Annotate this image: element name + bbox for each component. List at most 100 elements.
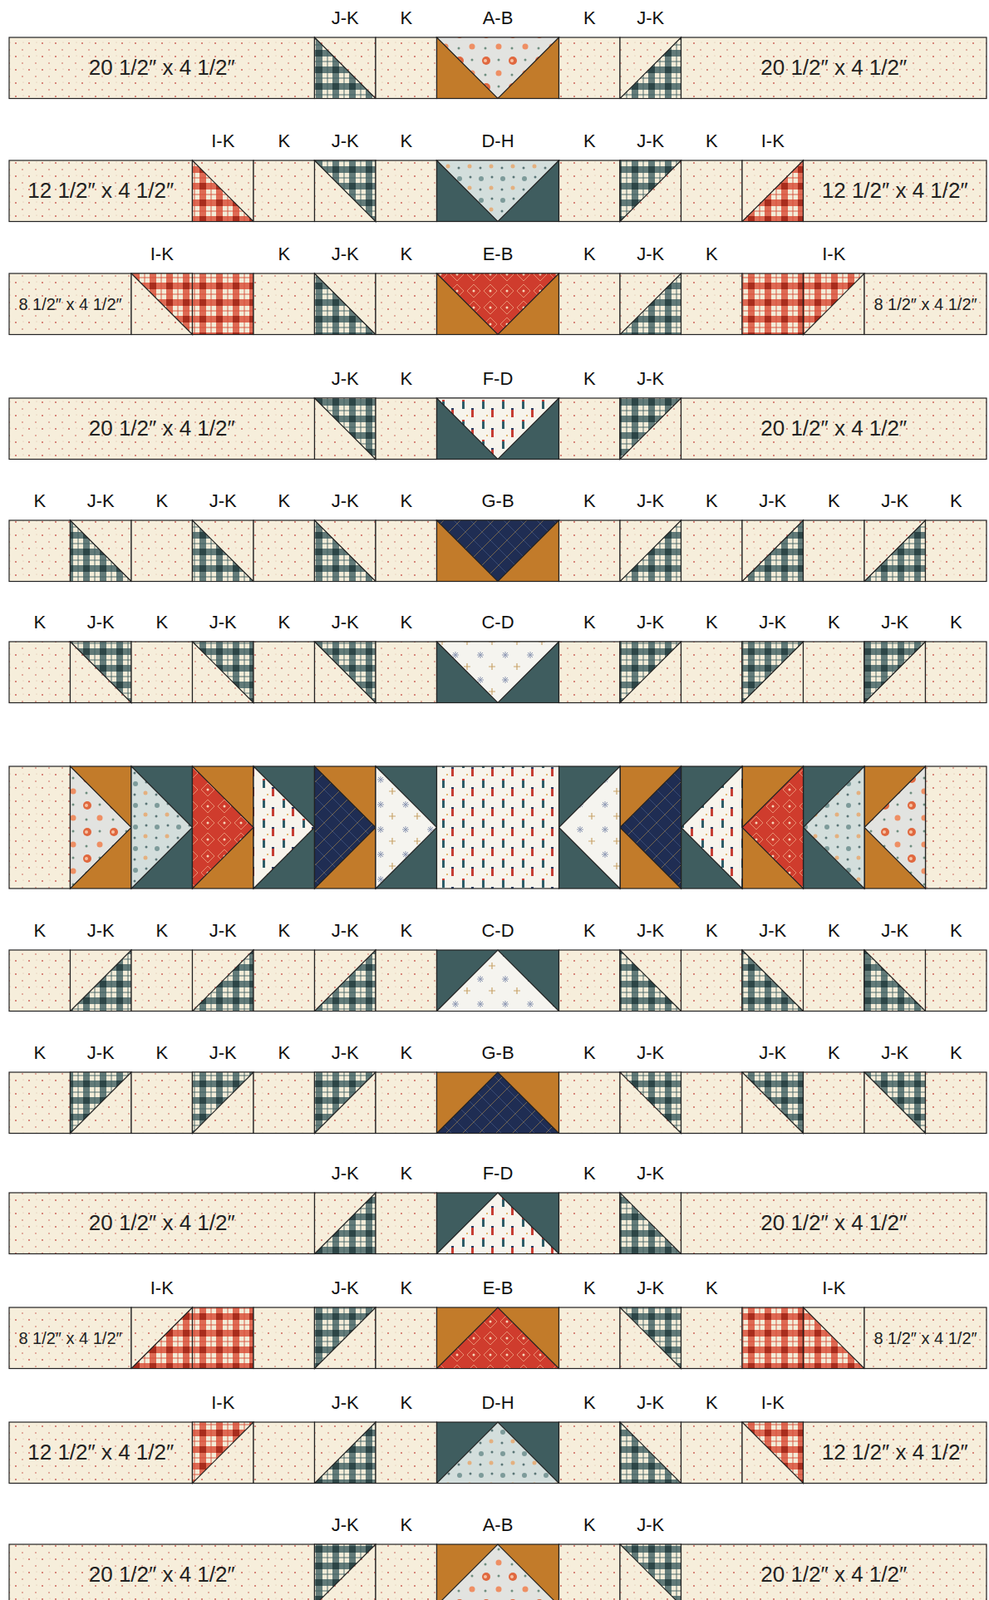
half-square-triangle bbox=[742, 520, 804, 582]
half-square-triangle bbox=[619, 949, 682, 1012]
patch-triangle bbox=[619, 641, 682, 704]
fabric-label: K bbox=[583, 1279, 596, 1298]
half-square-triangle bbox=[619, 37, 682, 99]
background-square bbox=[131, 1072, 193, 1134]
fabric-label: K bbox=[583, 245, 596, 264]
strip-size: 12 1/2″ x 4 1/2″ bbox=[821, 1440, 969, 1465]
fabric-label: K bbox=[277, 613, 291, 632]
strip-box: 20 1/2″ x 4 1/2″ bbox=[681, 398, 988, 460]
half-square-triangle bbox=[864, 949, 926, 1012]
strip-size: 20 1/2″ x 4 1/2″ bbox=[760, 1562, 907, 1587]
fabric-label: K bbox=[399, 1393, 413, 1413]
half-square-triangle bbox=[192, 1072, 255, 1134]
border-strip bbox=[9, 398, 315, 460]
fabric-label: F-D bbox=[482, 1164, 514, 1183]
half-square-triangle bbox=[314, 520, 377, 582]
fabric-label: J-K bbox=[331, 1164, 360, 1183]
fabric-label: J-K bbox=[758, 613, 787, 632]
flying-geese bbox=[437, 1544, 560, 1600]
half-square-triangle bbox=[314, 398, 377, 460]
patch-triangle bbox=[437, 160, 560, 222]
fabric-label: A-B bbox=[482, 9, 514, 28]
half-square-triangle bbox=[619, 1072, 682, 1134]
half-square-triangle bbox=[70, 641, 133, 704]
fabric-label: K bbox=[33, 613, 46, 632]
half-square-triangle bbox=[314, 1192, 377, 1255]
fabric-label: K bbox=[705, 1393, 719, 1413]
fabric-label: K bbox=[583, 132, 596, 151]
background-square bbox=[375, 160, 438, 222]
strip-box: 12 1/2″ x 4 1/2″ bbox=[9, 1421, 193, 1484]
strip-size: 20 1/2″ x 4 1/2″ bbox=[88, 416, 236, 441]
half-square-triangle bbox=[619, 160, 682, 222]
fabric-label: J-K bbox=[636, 1279, 665, 1298]
fabric-label: J-K bbox=[87, 1043, 115, 1063]
patch-triangle bbox=[742, 641, 804, 704]
fabric-label: J-K bbox=[636, 245, 665, 264]
fabric-label: K bbox=[399, 132, 413, 151]
patch-triangle bbox=[192, 520, 255, 582]
fabric-label: J-K bbox=[209, 492, 237, 511]
patch-triangle bbox=[437, 520, 560, 582]
fabric-label: K bbox=[399, 492, 413, 511]
background-square bbox=[9, 641, 71, 704]
fabric-label: I-K bbox=[150, 245, 174, 264]
flying-geese bbox=[437, 520, 560, 582]
patch-triangle bbox=[437, 1192, 560, 1255]
patch-triangle bbox=[70, 641, 133, 704]
patch-triangle bbox=[314, 398, 377, 460]
fabric-label: K bbox=[583, 492, 596, 511]
half-square-triangle bbox=[742, 1421, 804, 1484]
flying-geese bbox=[437, 1421, 560, 1484]
half-square-triangle bbox=[742, 160, 804, 222]
patch-triangle bbox=[619, 160, 682, 222]
fabric-label: K bbox=[705, 132, 719, 151]
fabric-label: I-K bbox=[211, 132, 235, 151]
background-square bbox=[9, 520, 71, 582]
fabric-label: J-K bbox=[209, 613, 237, 632]
fabric-label: J-K bbox=[758, 1043, 787, 1063]
patch-triangle bbox=[70, 949, 133, 1012]
plaid-square bbox=[742, 273, 804, 335]
patch-triangle bbox=[742, 766, 804, 889]
background-square bbox=[375, 1307, 438, 1369]
background-square bbox=[925, 766, 988, 889]
strip-box: 20 1/2″ x 4 1/2″ bbox=[9, 37, 315, 99]
background-square bbox=[559, 1072, 621, 1134]
fabric-label: F-D bbox=[482, 369, 514, 389]
strip-box: 12 1/2″ x 4 1/2″ bbox=[803, 160, 988, 222]
background-square bbox=[681, 273, 743, 335]
half-square-triangle bbox=[131, 273, 193, 335]
fabric-label: J-K bbox=[758, 492, 787, 511]
patch-triangle bbox=[619, 949, 682, 1012]
fabric-label: J-K bbox=[87, 921, 115, 940]
patch-triangle bbox=[864, 949, 926, 1012]
strip-box: 8 1/2″ x 4 1/2″ bbox=[9, 1307, 132, 1369]
patch-triangle bbox=[742, 1421, 804, 1484]
patch-triangle bbox=[314, 160, 377, 222]
border-strip bbox=[9, 273, 132, 335]
fabric-label: K bbox=[33, 921, 46, 940]
fabric-label: K bbox=[705, 1279, 719, 1298]
background-square bbox=[253, 1072, 315, 1134]
background-square bbox=[559, 37, 621, 99]
background-square bbox=[131, 641, 193, 704]
half-square-triangle bbox=[619, 398, 682, 460]
flying-geese bbox=[192, 766, 255, 889]
background-square bbox=[925, 949, 988, 1012]
fabric-label: I-K bbox=[150, 1279, 174, 1298]
patch-triangle bbox=[619, 1307, 682, 1369]
background-square bbox=[681, 1307, 743, 1369]
background-square bbox=[9, 766, 71, 889]
strip-box: 20 1/2″ x 4 1/2″ bbox=[9, 398, 315, 460]
patch-triangle bbox=[375, 766, 438, 889]
background-square bbox=[375, 37, 438, 99]
fabric-label: J-K bbox=[87, 613, 115, 632]
background-square bbox=[375, 641, 438, 704]
background-square bbox=[131, 520, 193, 582]
fabric-label: K bbox=[583, 9, 596, 28]
strip-box: 20 1/2″ x 4 1/2″ bbox=[9, 1544, 315, 1600]
fabric-label: J-K bbox=[331, 9, 360, 28]
border-strip bbox=[681, 37, 988, 99]
patch-triangle bbox=[70, 766, 133, 889]
